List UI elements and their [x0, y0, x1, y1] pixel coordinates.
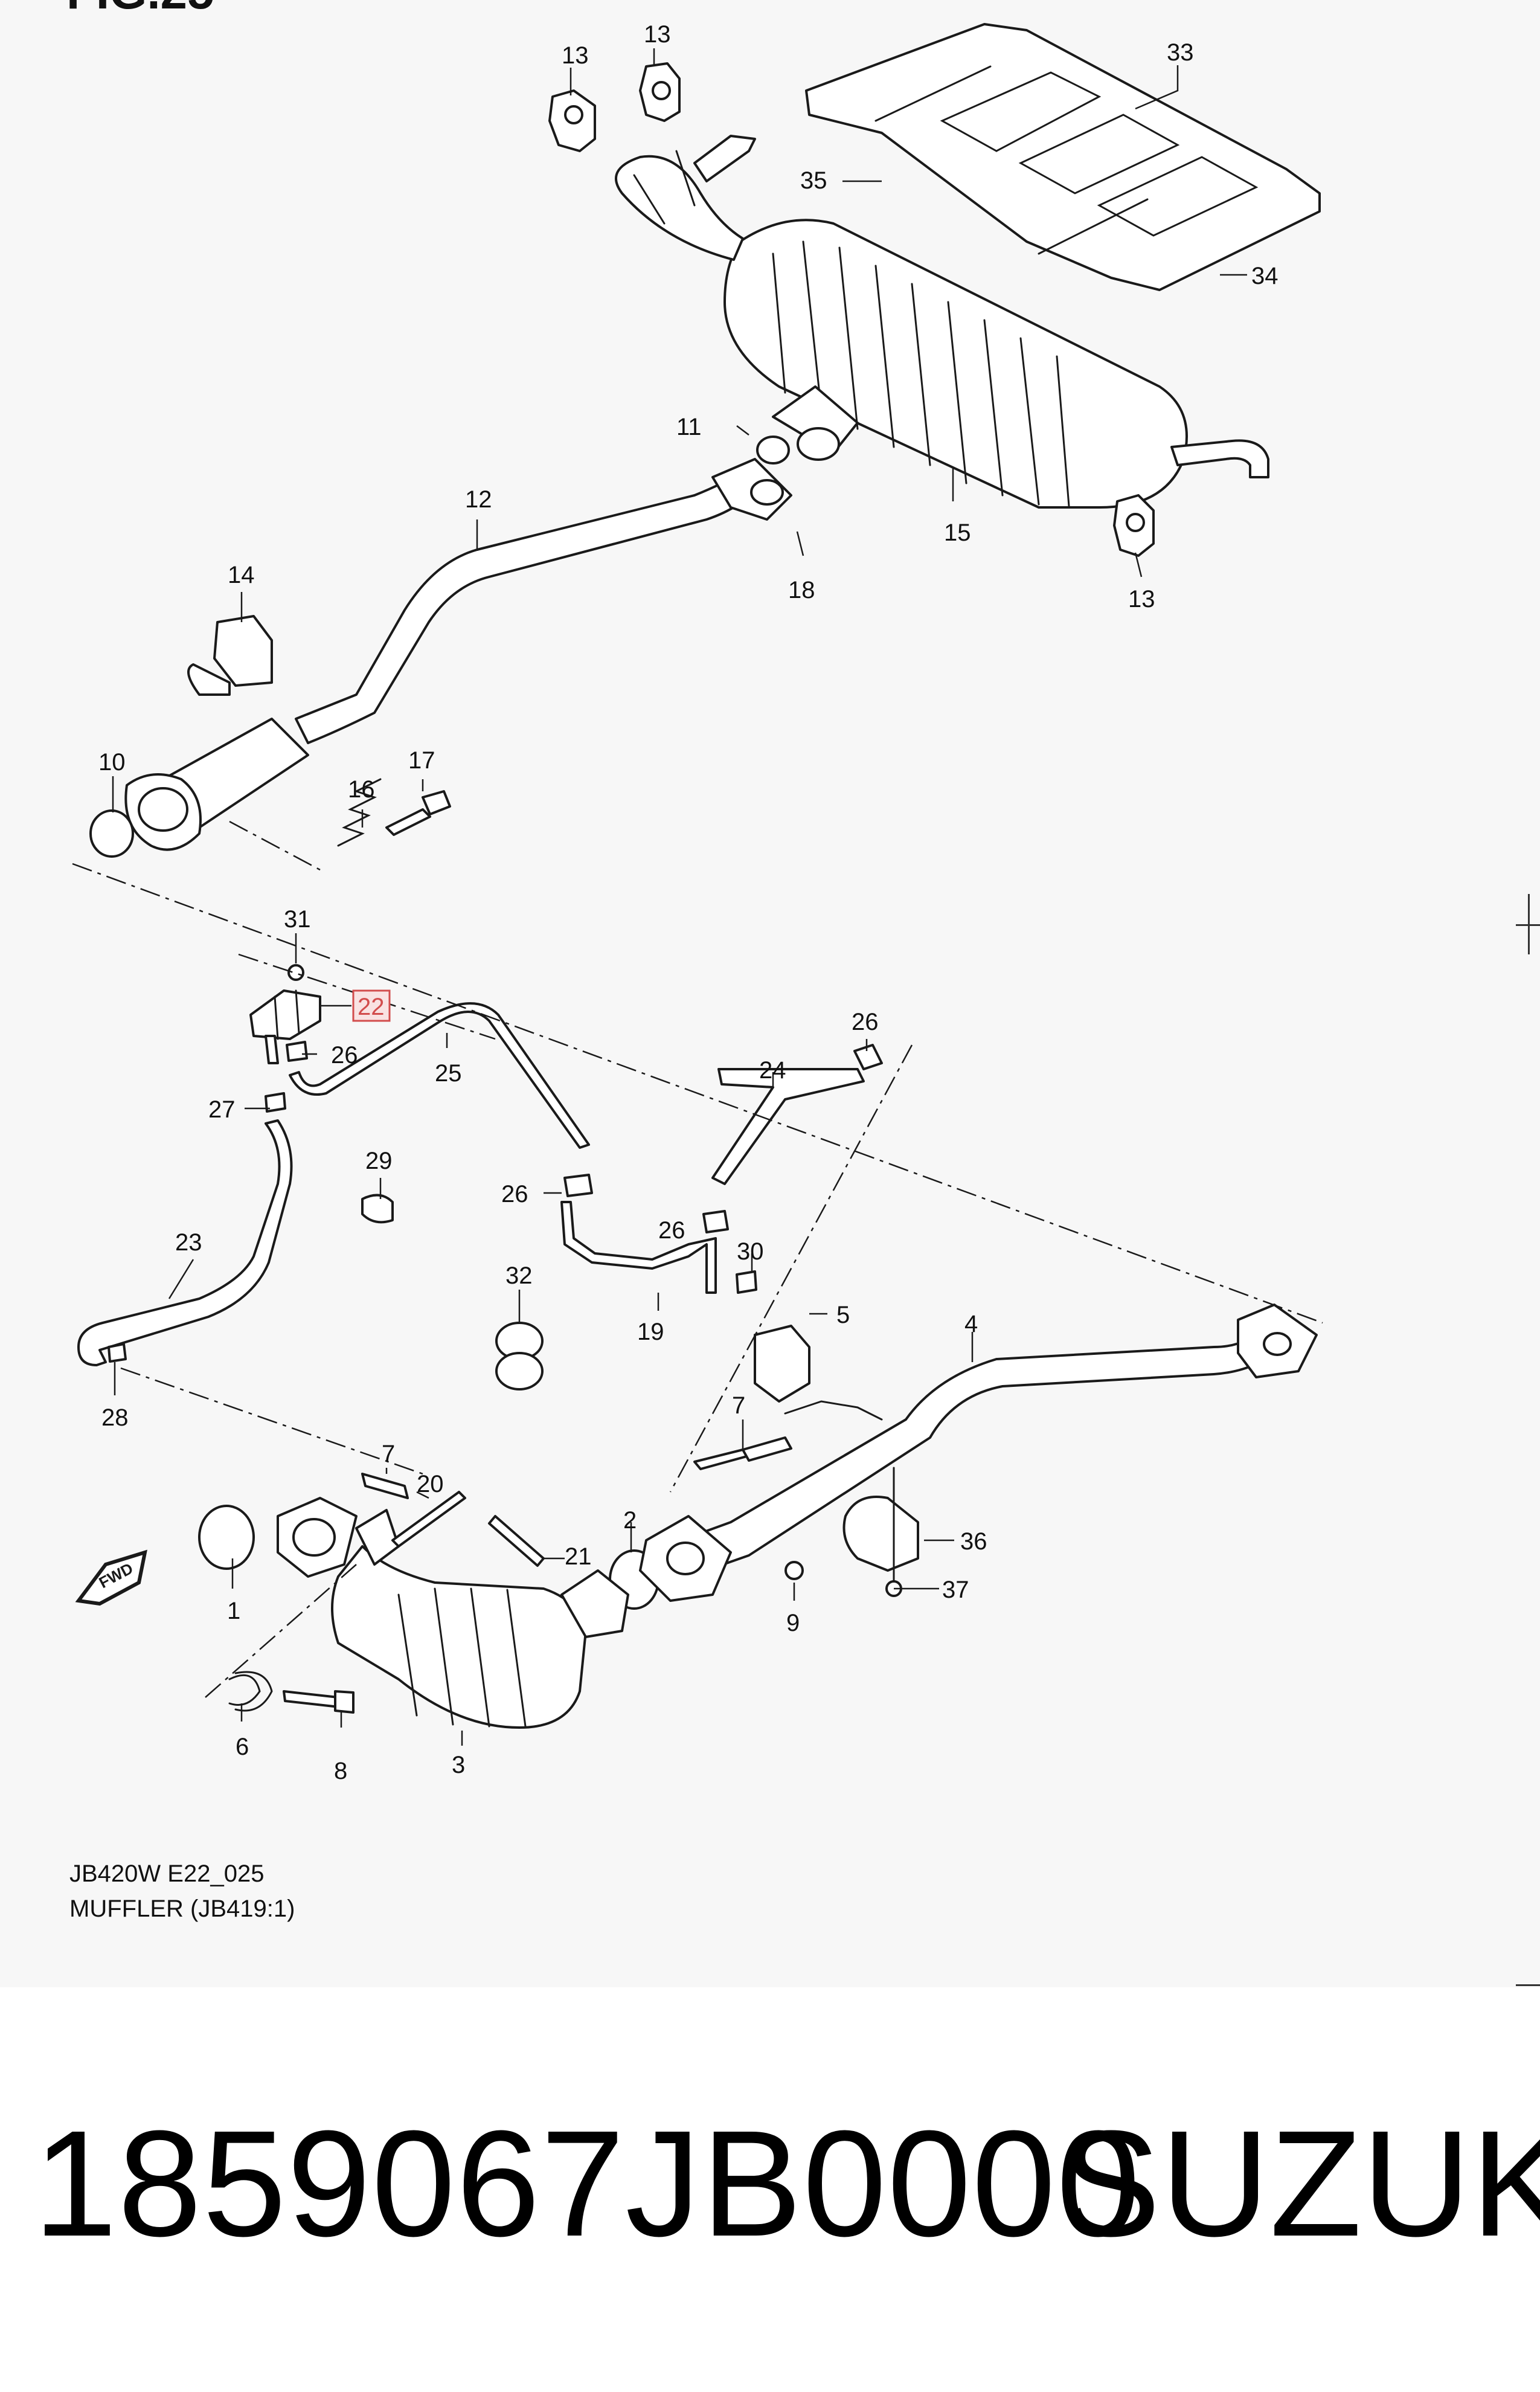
callout-21: 21	[565, 1543, 592, 1570]
callout-30: 30	[737, 1238, 764, 1265]
catalytic-converter-part	[228, 1473, 629, 1729]
brand-name: SUZUKI	[1060, 2099, 1540, 2268]
callout-26: 26	[852, 1009, 879, 1035]
callout-26: 26	[331, 1042, 358, 1069]
callout-32: 32	[505, 1262, 533, 1289]
rubber-hanger-part	[548, 62, 1155, 557]
callout-6: 6	[236, 1734, 249, 1760]
callout-34: 34	[1251, 263, 1279, 289]
callout-29: 29	[365, 1148, 393, 1174]
callout-22: 22	[358, 994, 385, 1020]
phantom-lines	[72, 820, 1323, 1698]
callout-26: 26	[658, 1217, 685, 1244]
callout-4: 4	[964, 1311, 978, 1337]
exploded-parts-diagram: FIG.25	[66, 0, 1323, 1784]
part-number: 1859067JB0000	[33, 2099, 1141, 2268]
callout-13: 13	[1128, 586, 1155, 612]
callout-31: 31	[284, 906, 311, 933]
callout-18: 18	[788, 577, 815, 603]
callout-14: 14	[228, 562, 255, 588]
callout-1: 1	[227, 1598, 240, 1624]
front-pipe-part	[639, 1304, 1318, 1602]
callout-13: 13	[562, 42, 589, 69]
edge-mark	[1528, 894, 1530, 954]
figure-header: FIG.25	[66, 0, 214, 19]
callout-20: 20	[417, 1471, 444, 1497]
callout-26: 26	[501, 1181, 528, 1207]
fwd-arrow-icon: FWD	[75, 1549, 147, 1606]
callout-10: 10	[98, 749, 126, 776]
leader-lines	[112, 48, 1247, 1746]
callout-11: 11	[676, 414, 702, 440]
callout-3: 3	[452, 1752, 465, 1778]
center-pipe-part	[124, 458, 792, 851]
callout-13: 13	[644, 21, 671, 48]
callout-16: 16	[348, 776, 375, 803]
callout-37: 37	[942, 1577, 969, 1603]
highlight-box	[352, 989, 391, 1022]
edge-mark	[1516, 1984, 1540, 1986]
heat-shield-part	[805, 23, 1321, 291]
callout-23: 23	[175, 1229, 202, 1256]
callout-24: 24	[759, 1057, 786, 1084]
callout-labels: 13 13 33 35 34 11 12 15 18 13 14 10 17 1…	[98, 21, 1279, 1784]
callout-28: 28	[101, 1404, 129, 1431]
callout-17: 17	[408, 747, 435, 774]
spring-bolt-part	[337, 778, 451, 847]
callout-19: 19	[637, 1319, 664, 1345]
callout-2: 2	[623, 1507, 637, 1534]
callout-7: 7	[732, 1392, 745, 1419]
callout-9: 9	[786, 1610, 800, 1636]
rear-muffler-part	[615, 135, 1269, 509]
callout-15: 15	[944, 519, 971, 546]
callout-8: 8	[334, 1758, 347, 1784]
callout-7: 7	[382, 1441, 395, 1467]
pressure-sensor-part	[249, 964, 321, 1064]
callout-5: 5	[836, 1302, 850, 1328]
callout-33: 33	[1167, 39, 1194, 66]
figure-title: MUFFLER (JB419:1)	[69, 1895, 295, 1922]
callout-35: 35	[800, 167, 827, 194]
callout-25: 25	[435, 1060, 462, 1087]
callout-12: 12	[465, 486, 492, 513]
figure-code: JB420W E22_025	[69, 1860, 265, 1887]
callout-27: 27	[208, 1096, 236, 1123]
diagram-panel: FIG.25	[66, 0, 1323, 1922]
callout-36: 36	[960, 1528, 987, 1555]
hose-part	[77, 1002, 865, 1366]
